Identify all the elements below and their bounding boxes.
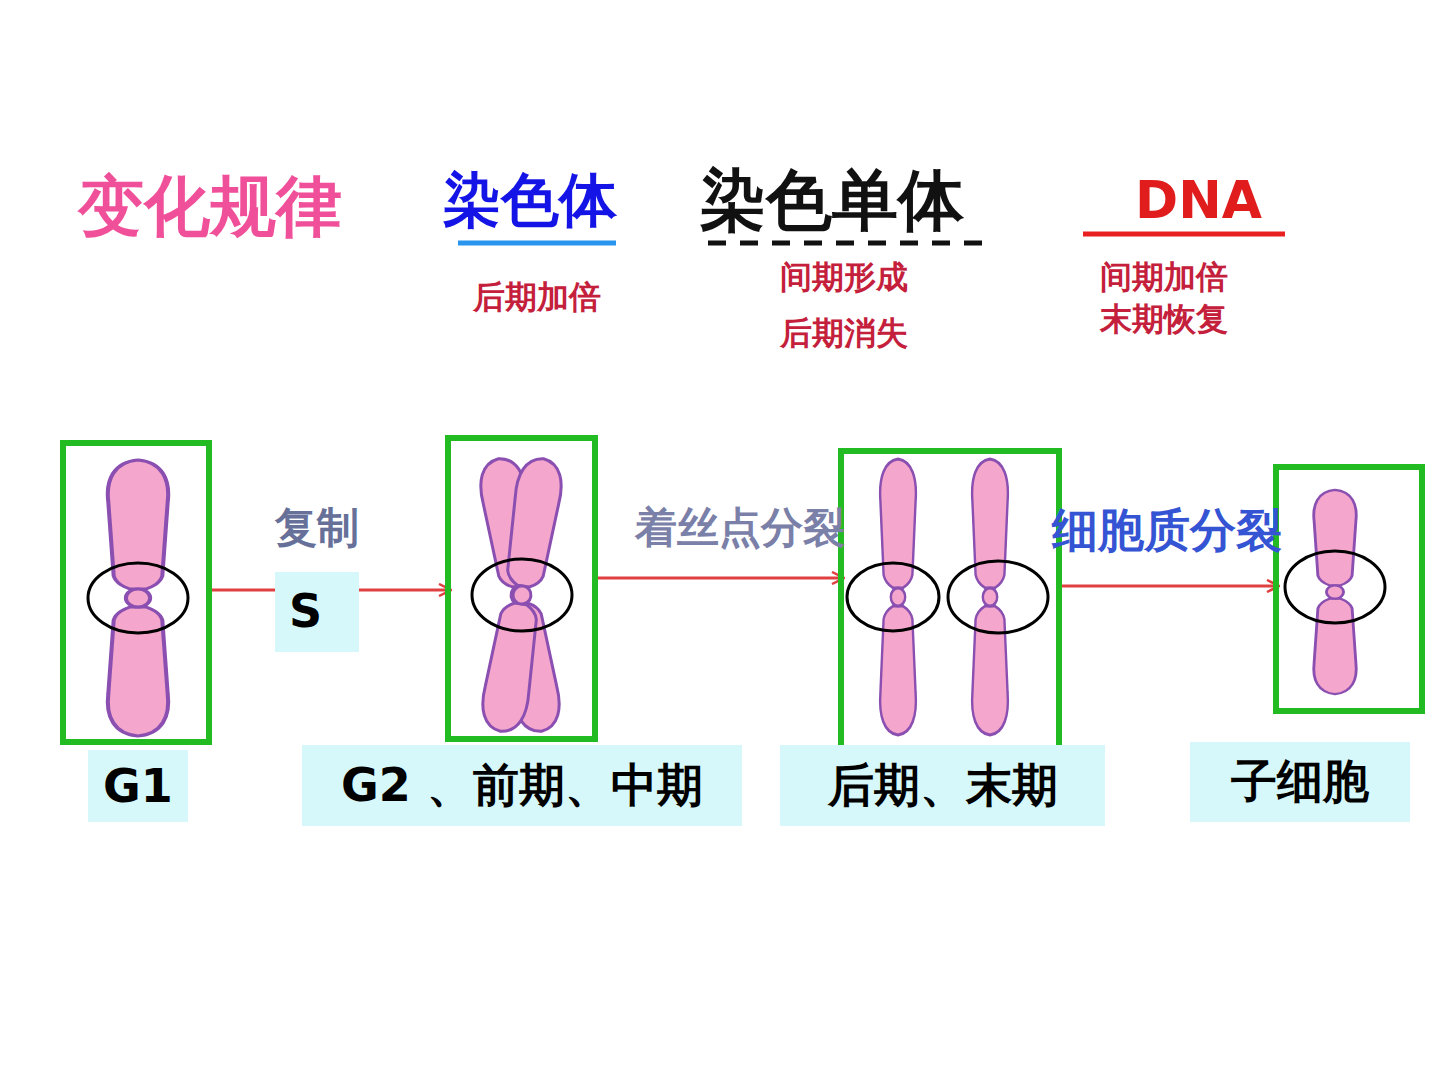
header-label: 末期恢复	[1100, 298, 1228, 342]
chromosome	[972, 459, 1008, 735]
header-label: 间期加倍	[1100, 256, 1228, 300]
dashed-underline	[708, 241, 985, 246]
header-label: 后期消失	[780, 312, 908, 356]
stage-box: G2 、前期、中期	[445, 435, 598, 742]
centromere-ring	[948, 561, 1048, 633]
centromere-ring	[1285, 551, 1385, 623]
header-label: 染色体	[443, 162, 617, 240]
chromosome	[108, 460, 168, 736]
arrow-label: 细胞质分裂	[1052, 500, 1282, 562]
stage-label: 子细胞	[1190, 742, 1410, 822]
chromosome	[880, 459, 916, 735]
stage-label: 后期、末期	[780, 745, 1105, 826]
stage-label: G1	[88, 750, 188, 822]
header-label: DNA	[1135, 170, 1262, 230]
arrow-label: 复制	[275, 500, 359, 556]
underline	[458, 241, 616, 246]
stage-box: G1	[60, 440, 212, 745]
stage-label: G2 、前期、中期	[302, 745, 742, 826]
phase-label: S	[289, 584, 322, 638]
stage-box: 子细胞	[1273, 464, 1425, 714]
chromatid	[478, 455, 565, 735]
centromere-ring	[847, 563, 939, 631]
centromere-ring	[88, 563, 188, 633]
header-label: 染色单体	[700, 156, 964, 246]
phase-box: S	[275, 572, 359, 652]
arrow-label: 着丝点分裂	[635, 500, 845, 556]
header-label: 间期形成	[780, 256, 908, 300]
underline	[1083, 232, 1285, 237]
arrow-connector	[1062, 585, 1273, 588]
centromere-ring	[472, 559, 572, 631]
stage-box: 后期、末期	[838, 448, 1062, 752]
title: 变化规律	[78, 162, 342, 252]
header-label: 后期加倍	[473, 276, 601, 320]
arrow-connector	[598, 577, 838, 580]
chromosome	[1314, 490, 1356, 694]
